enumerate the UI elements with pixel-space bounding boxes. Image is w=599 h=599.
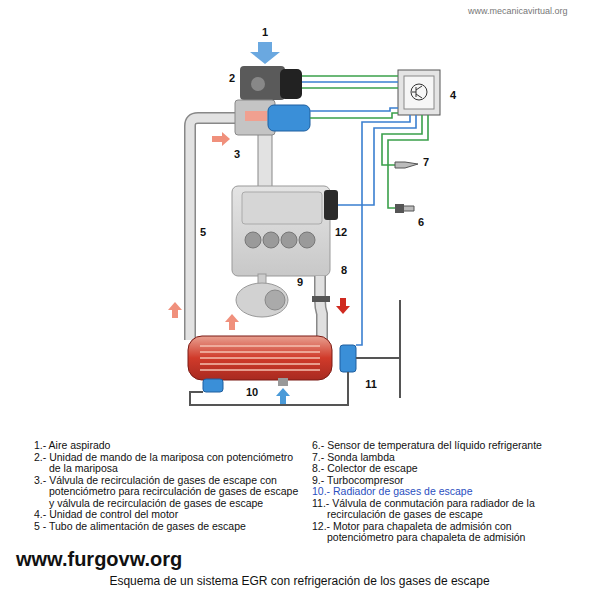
key-entry: 5 - Tubo de alimentación de gases de esc… bbox=[34, 521, 306, 533]
egr-feed-pipe bbox=[190, 118, 236, 340]
wiring bbox=[302, 76, 428, 345]
callout-number: 8 bbox=[341, 264, 347, 276]
intake-manifold bbox=[242, 192, 322, 224]
vacuum-lines bbox=[190, 300, 400, 405]
callout-number: 4 bbox=[450, 89, 456, 101]
callout-number: 9 bbox=[297, 276, 303, 288]
cooler-out-arrow bbox=[225, 314, 239, 330]
callout-number: 1 bbox=[262, 26, 268, 38]
intake-pipe bbox=[258, 133, 272, 187]
callout-number: 11 bbox=[365, 378, 377, 390]
key-entry: 9.- Turbocompresor bbox=[312, 475, 580, 487]
engine-block bbox=[232, 186, 330, 276]
temperature-sensor-tip bbox=[404, 206, 414, 211]
intake-air-arrow bbox=[250, 42, 280, 64]
key-entry: 2.- Unidad de mando de la mariposa con p… bbox=[34, 452, 306, 475]
key-entry: 3.- Válvula de recirculación de gases de… bbox=[34, 475, 306, 510]
key-column: 1.- Aire aspirado2.- Unidad de mando de … bbox=[34, 440, 306, 532]
cylinders bbox=[245, 232, 315, 248]
switching-valve bbox=[340, 345, 356, 372]
exhaust-pipe-inner bbox=[320, 276, 322, 340]
lambda-sensor bbox=[395, 162, 418, 168]
key-entry: 11.- Válvula de conmutación para radiado… bbox=[312, 498, 580, 521]
callout-number: 10 bbox=[246, 386, 258, 398]
throttle-disc bbox=[251, 77, 265, 91]
watermark: www.furgovw.org bbox=[16, 548, 182, 571]
turbo-housing bbox=[265, 290, 285, 310]
key-entry: 6.- Sensor de temperatura del líquido re… bbox=[312, 440, 580, 452]
egr-valve-actuator bbox=[268, 105, 310, 131]
callout-number: 3 bbox=[234, 148, 240, 160]
callout-number: 2 bbox=[229, 72, 235, 84]
ecu-symbol bbox=[411, 84, 427, 100]
egr-valve-gas bbox=[245, 111, 267, 121]
exhaust-arrow bbox=[336, 298, 350, 314]
key-entry: 1.- Aire aspirado bbox=[34, 440, 306, 452]
key-entry: 4.- Unidad de control del motor bbox=[34, 509, 306, 521]
coolant-port bbox=[278, 378, 288, 386]
coolant-arrow bbox=[276, 388, 290, 404]
key-entry: 10.- Radiador de gases de escape bbox=[312, 486, 580, 498]
ecu-face bbox=[404, 76, 434, 109]
cooler-tubes bbox=[200, 346, 320, 370]
watermark: www.mecanicavirtual.org bbox=[468, 6, 568, 16]
throttle-unit bbox=[240, 66, 285, 100]
turbocharger bbox=[236, 283, 288, 317]
callout-number: 5 bbox=[200, 226, 206, 238]
egr-cooler bbox=[188, 336, 332, 380]
callout-number: 6 bbox=[418, 216, 424, 228]
engine-control-unit bbox=[398, 70, 440, 115]
key-column: 6.- Sensor de temperatura del líquido re… bbox=[312, 440, 580, 544]
bypass-flap-actuator bbox=[203, 379, 223, 392]
egr-return-arrow bbox=[168, 302, 182, 318]
callout-number: 12 bbox=[335, 226, 347, 238]
ecu-transistor bbox=[412, 86, 422, 98]
key-entry: 8.- Colector de escape bbox=[312, 463, 580, 475]
throttle-motor bbox=[280, 69, 302, 99]
egr-feed-pipe-inner bbox=[190, 118, 236, 340]
exhaust-flange bbox=[312, 296, 330, 302]
key-entry: 12.- Motor para chapaleta de admisión co… bbox=[312, 521, 580, 544]
gas-flow-arrow bbox=[212, 132, 230, 146]
callout-number: 7 bbox=[423, 156, 429, 168]
key-entry: 7.- Sonda lambda bbox=[312, 452, 580, 464]
caption: Esquema de un sistema EGR con refrigerac… bbox=[0, 574, 599, 588]
temperature-sensor-head bbox=[395, 204, 404, 213]
flap-motor bbox=[324, 190, 338, 220]
exhaust-pipe bbox=[320, 276, 322, 340]
